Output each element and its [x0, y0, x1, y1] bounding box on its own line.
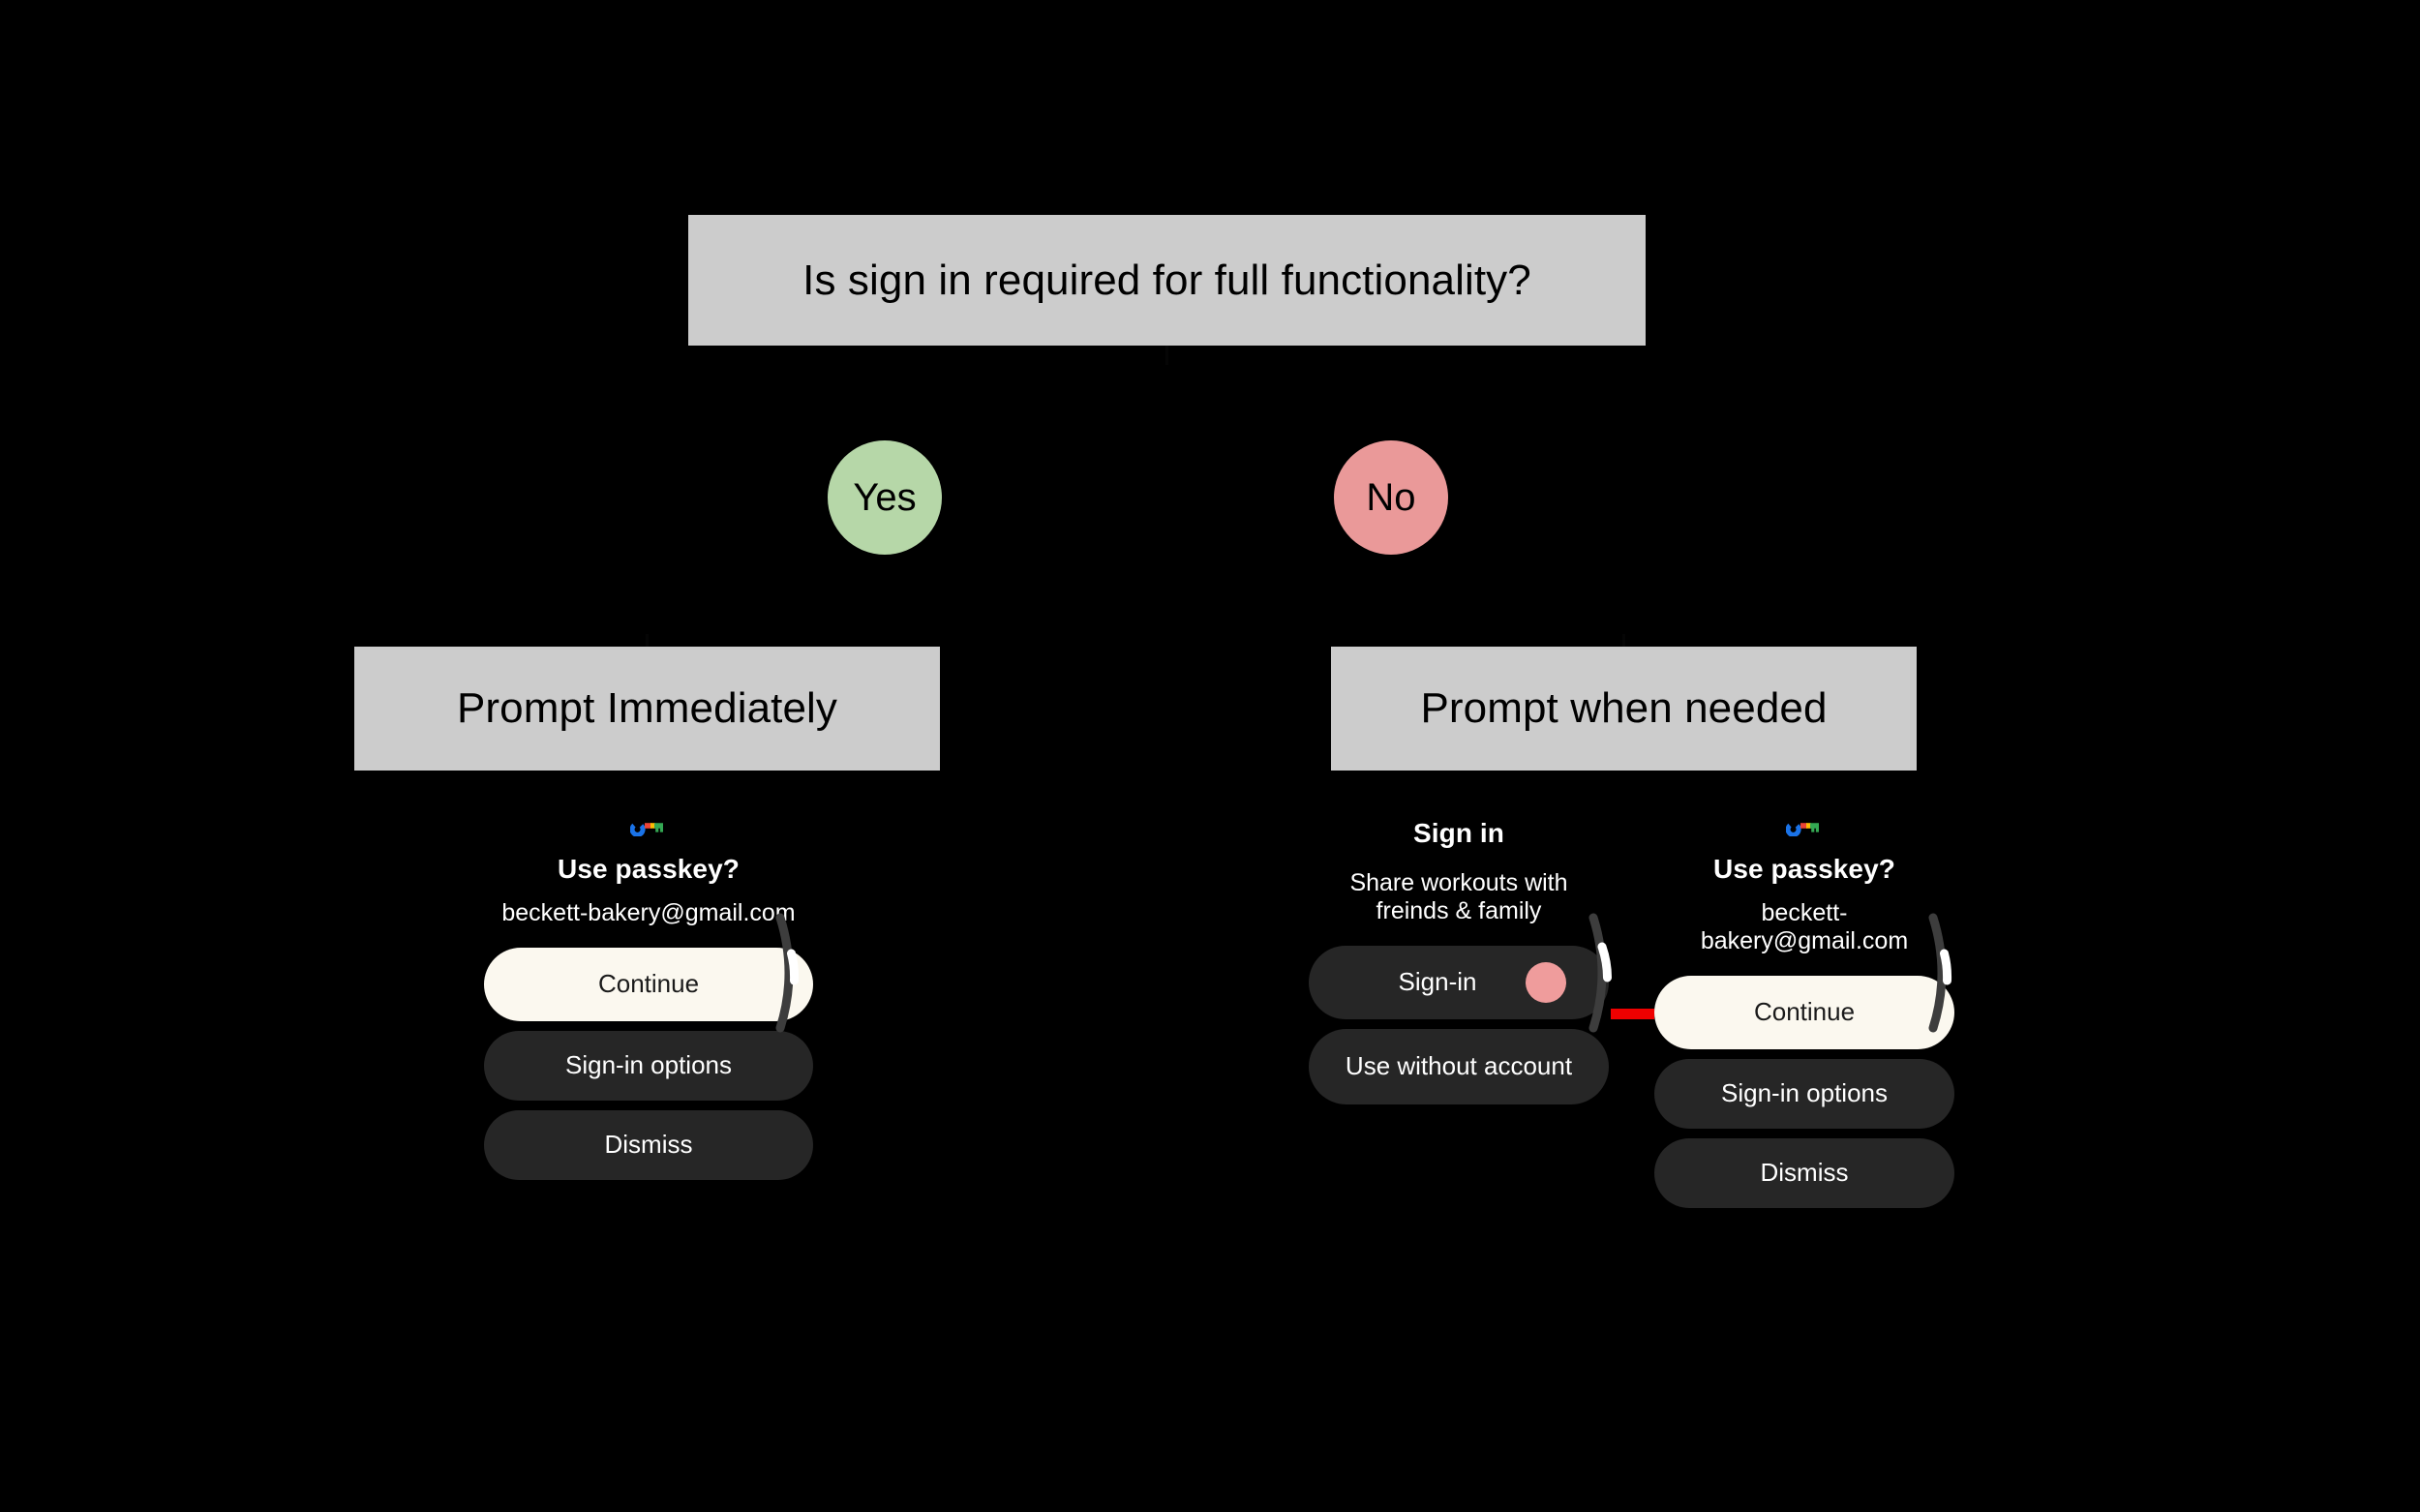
outcome-box-prompt-when-needed-label: Prompt when needed	[1420, 684, 1828, 732]
right-passkey-card: Use passkey? beckett-bakery@gmail.com Co…	[1654, 803, 1954, 1307]
google-passkey-icon-svg	[1786, 821, 1819, 836]
question-box: Is sign in required for full functionali…	[688, 215, 1646, 346]
middle-card-scroll-indicator[interactable]	[1578, 910, 1626, 1036]
branch-circle-yes: Yes	[828, 440, 942, 555]
connector-yes-to-left-box	[646, 634, 649, 648]
left-card-signin-options-button[interactable]: Sign-in options	[484, 1031, 813, 1101]
middle-card-title: Sign in	[1412, 818, 1505, 848]
right-card-title: Use passkey?	[1713, 854, 1895, 884]
left-card-scroll-indicator[interactable]	[765, 910, 813, 1036]
right-card-scroll-indicator[interactable]	[1918, 910, 1966, 1036]
left-card-continue-button[interactable]: Continue	[484, 948, 813, 1021]
outcome-box-prompt-immediately: Prompt Immediately	[354, 647, 940, 771]
right-card-continue-button[interactable]: Continue	[1654, 976, 1954, 1049]
left-passkey-card: Use passkey? beckett-bakery@gmail.com Co…	[484, 803, 813, 1307]
right-card-signin-options-button[interactable]: Sign-in options	[1654, 1059, 1954, 1129]
connector-no-to-right-box	[1622, 634, 1625, 648]
branch-label-no: No	[1366, 476, 1416, 519]
middle-card-use-without-account-label: Use without account	[1345, 1051, 1573, 1081]
right-card-dismiss-button[interactable]: Dismiss	[1654, 1138, 1954, 1208]
middle-signin-card: Sign in Share workouts with freinds & fa…	[1309, 818, 1612, 1205]
left-card-subtitle: beckett-bakery@gmail.com	[501, 899, 796, 926]
left-card-dismiss-label: Dismiss	[604, 1130, 693, 1160]
branch-label-yes: Yes	[853, 476, 917, 519]
middle-card-subtitle: Share workouts with freinds & family	[1349, 869, 1568, 924]
google-passkey-icon	[484, 803, 813, 836]
connector-question-to-yes	[1165, 346, 1168, 365]
right-card-continue-label: Continue	[1753, 997, 1856, 1027]
left-card-continue-label: Continue	[597, 969, 700, 999]
middle-card-signin-label: Sign-in	[1398, 967, 1477, 997]
question-box-label: Is sign in required for full functionali…	[802, 256, 1531, 304]
outcome-box-prompt-when-needed: Prompt when needed	[1331, 647, 1917, 771]
branch-circle-no: No	[1334, 440, 1448, 555]
left-card-signin-options-label: Sign-in options	[565, 1050, 732, 1080]
middle-card-signin-button[interactable]: Sign-in	[1309, 946, 1609, 1019]
right-card-dismiss-label: Dismiss	[1760, 1158, 1849, 1188]
left-card-dismiss-button[interactable]: Dismiss	[484, 1110, 813, 1180]
right-card-subtitle: beckett-bakery@gmail.com	[1700, 899, 1909, 954]
google-passkey-icon-svg	[630, 821, 663, 836]
right-card-signin-options-label: Sign-in options	[1721, 1078, 1888, 1108]
middle-card-signin-dot	[1526, 962, 1566, 1003]
middle-card-use-without-account-button[interactable]: Use without account	[1309, 1029, 1609, 1104]
google-passkey-icon	[1654, 803, 1954, 836]
outcome-box-prompt-immediately-label: Prompt Immediately	[456, 684, 838, 732]
left-card-title: Use passkey?	[558, 854, 740, 884]
